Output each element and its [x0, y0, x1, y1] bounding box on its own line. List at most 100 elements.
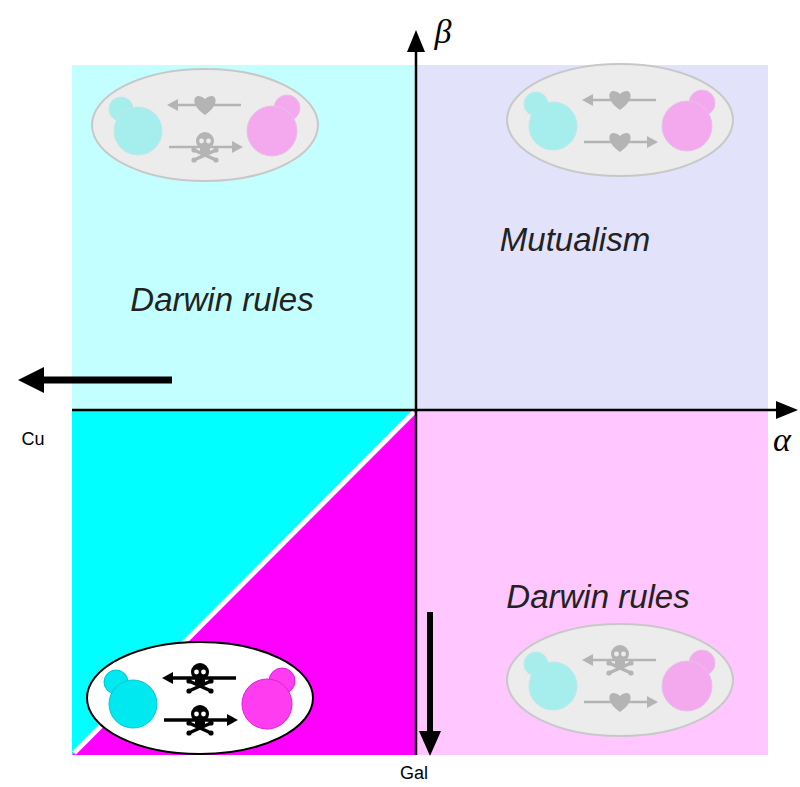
interaction-icons — [87, 64, 733, 754]
axis-label: α — [773, 421, 791, 458]
crossbone — [609, 663, 631, 673]
interaction-arrow — [590, 99, 656, 102]
yeast-cell — [529, 662, 577, 710]
icon-oval — [507, 624, 733, 736]
skull-head — [196, 132, 214, 150]
heart-symbol — [609, 133, 630, 152]
cu-arrow — [40, 377, 172, 384]
crossbone — [189, 723, 211, 733]
yeast-cell — [247, 106, 297, 156]
quadrant-label: Darwin rules — [506, 578, 689, 616]
bone-end — [186, 678, 191, 683]
bone-end — [186, 720, 191, 725]
icon-oval — [87, 642, 313, 754]
skull-eye — [621, 652, 626, 657]
skull-jaw — [195, 719, 205, 726]
interaction-arrowhead — [162, 672, 173, 684]
yeast-bud — [524, 92, 548, 116]
yeast-cell — [109, 680, 157, 728]
interaction-arrowhead — [227, 714, 238, 726]
interaction-icon — [87, 642, 313, 754]
quadrant-region: Darwin rules — [72, 65, 415, 409]
interaction-arrow — [584, 701, 650, 704]
bone-end — [191, 147, 196, 152]
bone-end — [208, 730, 213, 735]
axis-label: β — [435, 13, 452, 50]
skull-head — [191, 705, 209, 723]
bone-end — [213, 147, 218, 152]
bone-end — [208, 720, 213, 725]
magenta-triangle — [72, 411, 415, 755]
skull-symbol — [606, 645, 633, 676]
bone-end — [208, 688, 213, 693]
interaction-arrow — [170, 676, 236, 680]
yeast-bud — [689, 650, 715, 676]
condition-label: Gal — [400, 764, 428, 784]
skull-symbol — [186, 663, 213, 694]
interaction-arrow — [175, 104, 241, 107]
heart-symbol — [609, 693, 630, 712]
interaction-arrow — [584, 141, 650, 144]
interaction-arrow — [169, 146, 235, 149]
bone-end — [186, 730, 191, 735]
crossbone — [189, 723, 211, 733]
yeast-bud — [524, 652, 548, 676]
yeast-bud — [269, 668, 295, 694]
cu-arrowhead — [18, 367, 44, 393]
skull-eye — [206, 139, 211, 144]
axis-arrowhead — [776, 401, 798, 419]
yeast-cell — [662, 661, 712, 711]
icon-oval — [507, 64, 733, 176]
skull-head — [191, 663, 209, 681]
yeast-cell — [662, 101, 712, 151]
crossbone — [194, 150, 216, 160]
interaction-arrow — [590, 659, 656, 662]
skull-jaw — [615, 659, 625, 666]
skull-jaw — [195, 677, 205, 684]
crossbone — [189, 681, 211, 691]
bone-end — [213, 157, 218, 162]
interaction-arrowhead — [582, 654, 593, 666]
skull-symbol — [186, 705, 213, 736]
yeast-cell — [242, 679, 292, 729]
interaction-icon — [92, 69, 318, 181]
interaction-arrowhead — [232, 141, 243, 153]
skull-eye — [199, 139, 204, 144]
condition-label: Cu — [21, 430, 44, 450]
crossbone — [609, 663, 631, 673]
quadrant-region: Mutualism — [417, 65, 768, 409]
alpha-axis — [72, 409, 780, 412]
heart-symbol — [194, 96, 215, 115]
bone-end — [191, 157, 196, 162]
yeast-cell — [529, 102, 577, 150]
interaction-arrowhead — [647, 136, 658, 148]
interaction-arrowhead — [582, 94, 593, 106]
axes — [72, 30, 798, 755]
interaction-arrowhead — [647, 696, 658, 708]
yeast-bud — [689, 90, 715, 116]
skull-jaw — [200, 146, 210, 153]
icon-oval — [92, 69, 318, 181]
skull-eye — [194, 670, 199, 675]
quadrant-label: Mutualism — [500, 221, 650, 259]
yeast-cell — [114, 107, 162, 155]
competition-quadrant — [72, 411, 415, 755]
direction-arrows — [18, 367, 441, 756]
bone-end — [628, 660, 633, 665]
bone-end — [186, 688, 191, 693]
cyan-triangle — [72, 411, 415, 755]
diagonal-divider — [74, 412, 414, 753]
gal-arrowhead — [419, 731, 441, 756]
skull-symbol — [191, 132, 218, 163]
skull-eye — [614, 652, 619, 657]
quadrant-label: Darwin rules — [130, 281, 313, 319]
gal-arrow — [427, 612, 433, 734]
skull-head — [611, 645, 629, 663]
heart-symbol — [609, 91, 630, 110]
bone-end — [628, 670, 633, 675]
quadrant-region: Darwin rules — [417, 411, 768, 755]
yeast-bud — [109, 97, 133, 121]
